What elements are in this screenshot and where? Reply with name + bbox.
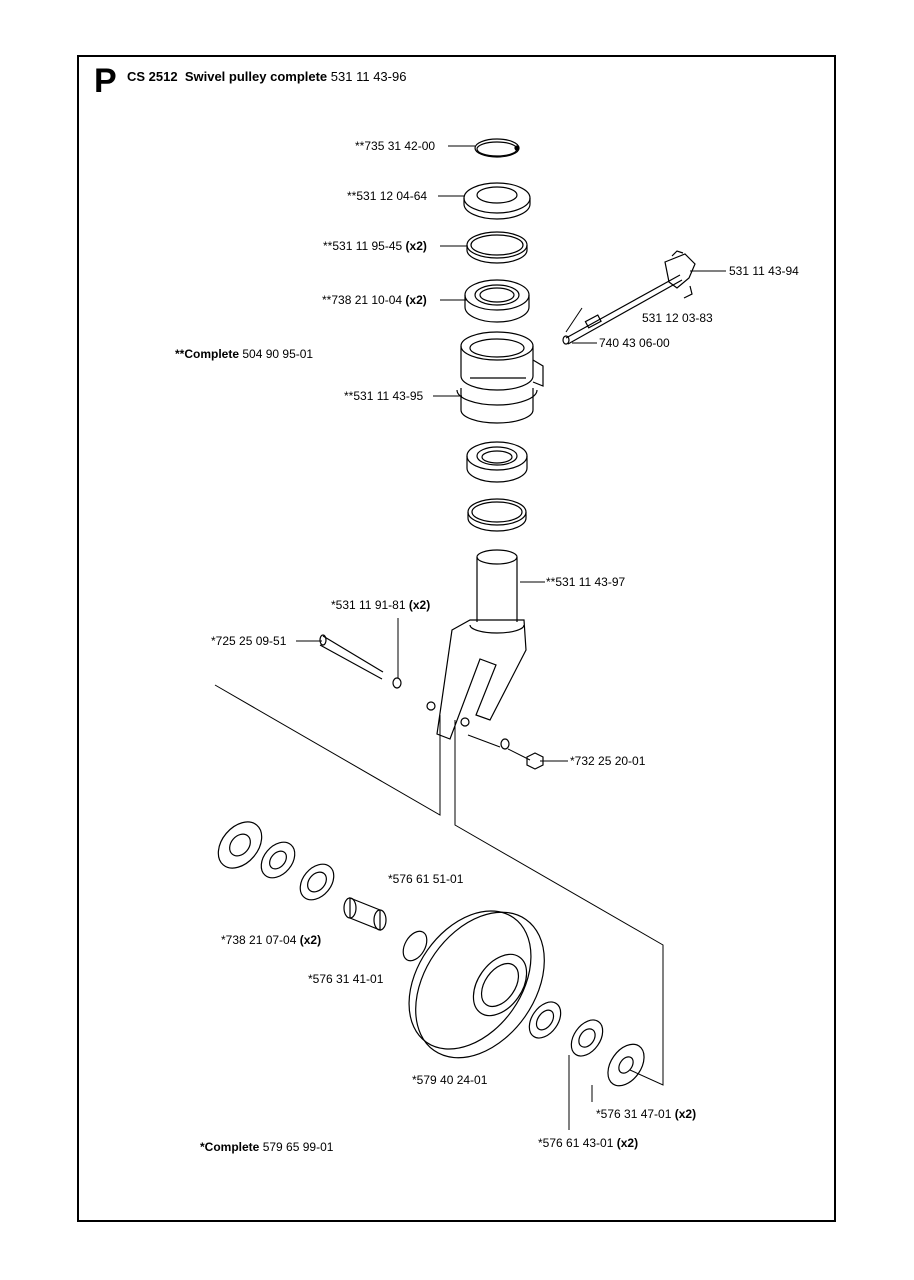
part-label: *579 40 24-01 [412, 1073, 488, 1087]
part-label: **531 11 43-95 [344, 389, 424, 403]
assembly-part-number: 531 11 43-96 [330, 69, 407, 84]
part-label: *738 21 07-04 (x2) [221, 933, 322, 947]
section-letter: P [94, 62, 117, 100]
part-label: **531 11 95-45 (x2) [323, 239, 427, 253]
part-label: 531 12 03-83 [642, 311, 713, 325]
part-label: *531 11 91-81 (x2) [331, 598, 431, 612]
circlip-top [474, 138, 520, 158]
part-label: 531 11 43-94 [729, 264, 799, 278]
locking-screw [562, 250, 696, 345]
model-name: CS 2512 [127, 69, 178, 84]
part-label: *732 25 20-01 [570, 754, 646, 768]
kit-label: **Complete 504 90 95-01 [175, 347, 314, 361]
bearing-lower [466, 441, 528, 483]
part-label: *576 61 43-01 (x2) [538, 1136, 639, 1150]
assembly-description: Swivel pulley complete [184, 69, 328, 84]
pulley-parts [217, 821, 645, 1087]
dust-cover [463, 182, 531, 220]
part-label: **531 12 04-64 [347, 189, 428, 203]
part-label: *725 25 09-51 [211, 634, 287, 648]
race-ring [466, 231, 528, 264]
part-label: **738 21 10-04 (x2) [322, 293, 427, 307]
bearing-top [464, 279, 530, 323]
swivel-housing [456, 331, 544, 424]
fork-bolt [319, 634, 544, 770]
fork-shaft [426, 549, 527, 740]
page-title: CS 2512 Swivel pulley complete 531 11 43… [127, 69, 406, 84]
part-label: *576 31 47-01 (x2) [596, 1107, 697, 1121]
part-label: 740 43 06-00 [599, 336, 670, 350]
leader-lines [296, 145, 726, 1130]
race-ring-lower [467, 498, 527, 532]
kit-label: *Complete 579 65 99-01 [200, 1140, 334, 1154]
part-label: *576 61 51-01 [388, 872, 464, 886]
part-label: **531 11 43-97 [546, 575, 626, 589]
diagram-frame [77, 55, 836, 1222]
part-label: **735 31 42-00 [355, 139, 436, 153]
assembly-lines [214, 307, 664, 1086]
part-label: *576 31 41-01 [308, 972, 384, 986]
